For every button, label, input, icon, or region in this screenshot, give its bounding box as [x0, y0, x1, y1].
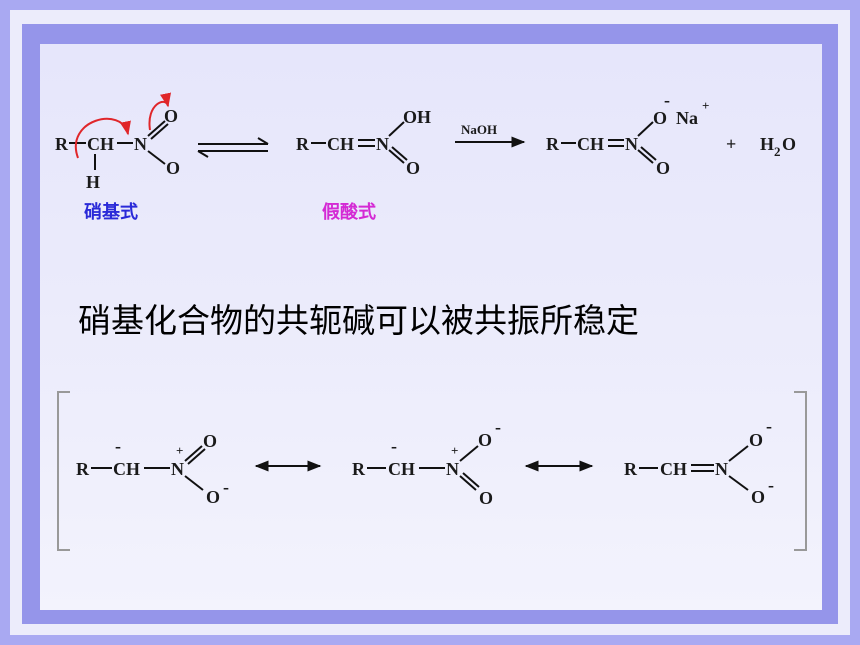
curved-arrow-icon [148, 92, 171, 131]
water-h: H [760, 134, 774, 154]
resonance-structure-3: R CH N O - O - [624, 416, 774, 507]
charge-minus: - [664, 90, 670, 110]
atom-r: R [55, 134, 69, 154]
atom-o-bottom: O [166, 158, 180, 178]
atom-oh: OH [403, 107, 431, 127]
atom-ch: CH [388, 459, 415, 479]
resonance-bracket-right [794, 391, 807, 551]
slide-panel [40, 44, 822, 610]
water-o: O [782, 134, 796, 154]
atom-r: R [352, 459, 366, 479]
atom-ch: CH [660, 459, 687, 479]
charge-plus: + [702, 98, 709, 113]
atom-ch: CH [87, 134, 114, 154]
resonance-structure-2: R - CH + N O - O [352, 417, 501, 508]
charge-minus: - [495, 417, 501, 437]
charge-minus: - [766, 416, 772, 436]
equilibrium-arrow-icon [197, 137, 269, 158]
atom-o-bottom: O [751, 487, 765, 507]
resonance-structure-1: R - CH + N O O - [76, 431, 229, 507]
atom-n: N [376, 134, 389, 154]
water-formula: H 2 O [760, 134, 796, 159]
plus-sign: + [726, 134, 736, 154]
atom-o-bottom: O [406, 158, 420, 178]
atom-n: N [715, 459, 728, 479]
atom-o-top: O [653, 108, 667, 128]
atom-ch: CH [113, 459, 140, 479]
charge-minus: - [115, 436, 121, 456]
nitro-form-structure: R CH N O O H [55, 92, 180, 192]
atom-o-top: O [749, 430, 763, 450]
atom-o-bottom: O [206, 487, 220, 507]
nitro-form-caption: 硝基式 [84, 201, 138, 222]
resonance-bracket-left [57, 391, 70, 551]
curved-arrow-icon [74, 117, 131, 159]
charge-plus: + [176, 443, 183, 458]
atom-r: R [546, 134, 560, 154]
atom-n: N [625, 134, 638, 154]
atom-r: R [624, 459, 638, 479]
charge-minus: - [768, 475, 774, 495]
reagent-label: NaOH [461, 122, 497, 137]
slide-heading: 硝基化合物的共轭碱可以被共振所稳定 [78, 301, 639, 340]
atom-o-bottom: O [479, 488, 493, 508]
charge-minus: - [391, 436, 397, 456]
atom-o-top: O [164, 106, 178, 126]
atom-o-top: O [203, 431, 217, 451]
atom-r: R [76, 459, 90, 479]
atom-r: R [296, 134, 310, 154]
atom-o-top: O [478, 430, 492, 450]
atom-n: N [134, 134, 147, 154]
atom-n: N [446, 459, 459, 479]
charge-minus: - [223, 477, 229, 497]
sodium-salt-structure: R CH N O - Na + O [546, 90, 709, 178]
atom-ch: CH [327, 134, 354, 154]
atom-o-bottom: O [656, 158, 670, 178]
aci-form-caption: 假酸式 [322, 201, 376, 222]
atom-n: N [171, 459, 184, 479]
atom-na: Na [676, 108, 698, 128]
atom-ch: CH [577, 134, 604, 154]
charge-plus: + [451, 443, 458, 458]
aci-form-structure: R CH N OH O [296, 107, 431, 178]
atom-h: H [86, 172, 100, 192]
water-subscript: 2 [774, 144, 781, 159]
